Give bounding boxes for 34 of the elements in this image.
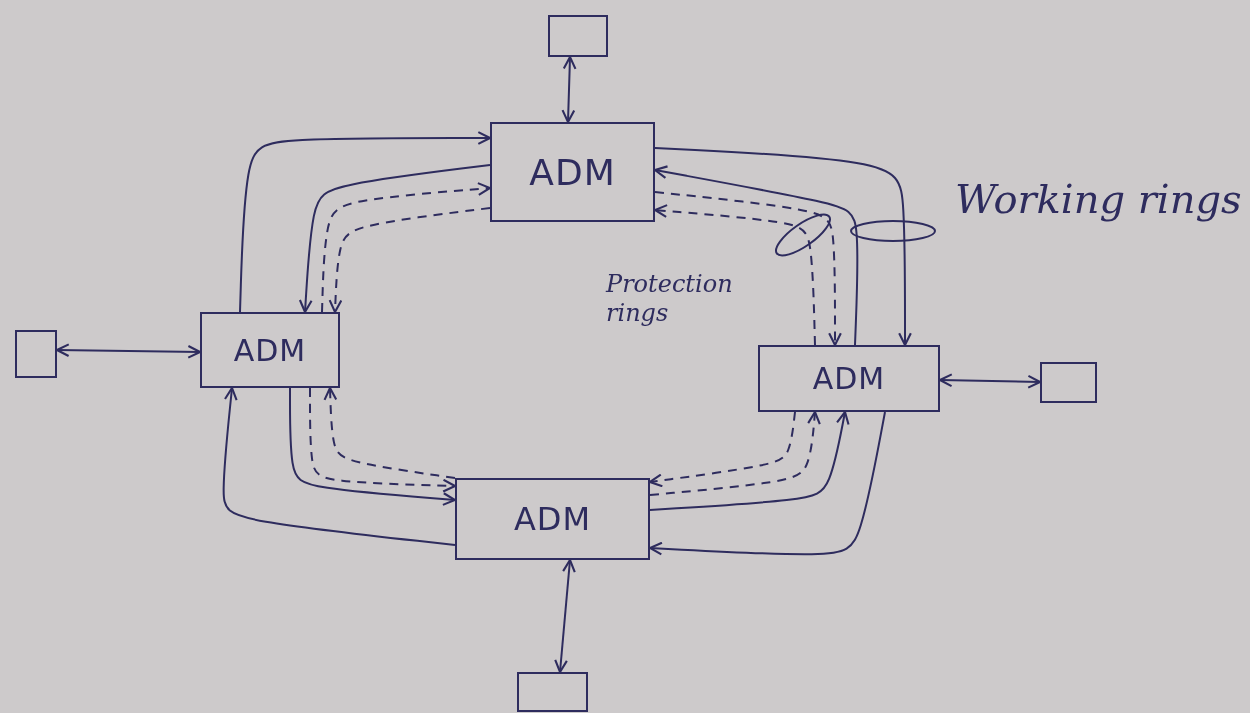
arrow [653, 204, 816, 346]
arrow [328, 207, 491, 314]
arrow [323, 386, 456, 479]
arrow [654, 147, 912, 347]
process-box [758, 345, 940, 412]
arrow [654, 191, 842, 347]
arrow [239, 131, 492, 313]
process-box [490, 122, 655, 222]
arrow [648, 411, 886, 556]
arrow [649, 410, 850, 511]
terminal-box [517, 672, 588, 712]
arrow [653, 165, 859, 346]
arrow [55, 343, 202, 359]
annotation-text: Protection rings [606, 270, 734, 328]
arrow [309, 387, 457, 493]
node-label: ADM [233, 332, 307, 368]
terminal-box [15, 330, 57, 378]
node-label: ADM [513, 500, 592, 538]
process-box [455, 478, 650, 560]
arrow [321, 182, 492, 313]
arrow [222, 386, 456, 546]
terminal-box [1040, 362, 1097, 403]
node-label: ADM [812, 361, 886, 396]
arrow [298, 164, 491, 314]
annotation-text: Working rings [955, 175, 1243, 223]
arrow [938, 373, 1042, 389]
arrow [554, 558, 576, 674]
node-label: ADM [529, 151, 616, 193]
arrow [289, 387, 457, 506]
arrow [649, 410, 821, 496]
process-box [200, 312, 340, 388]
arrow [648, 411, 796, 488]
arrow [561, 55, 577, 124]
terminal-box [548, 15, 608, 57]
